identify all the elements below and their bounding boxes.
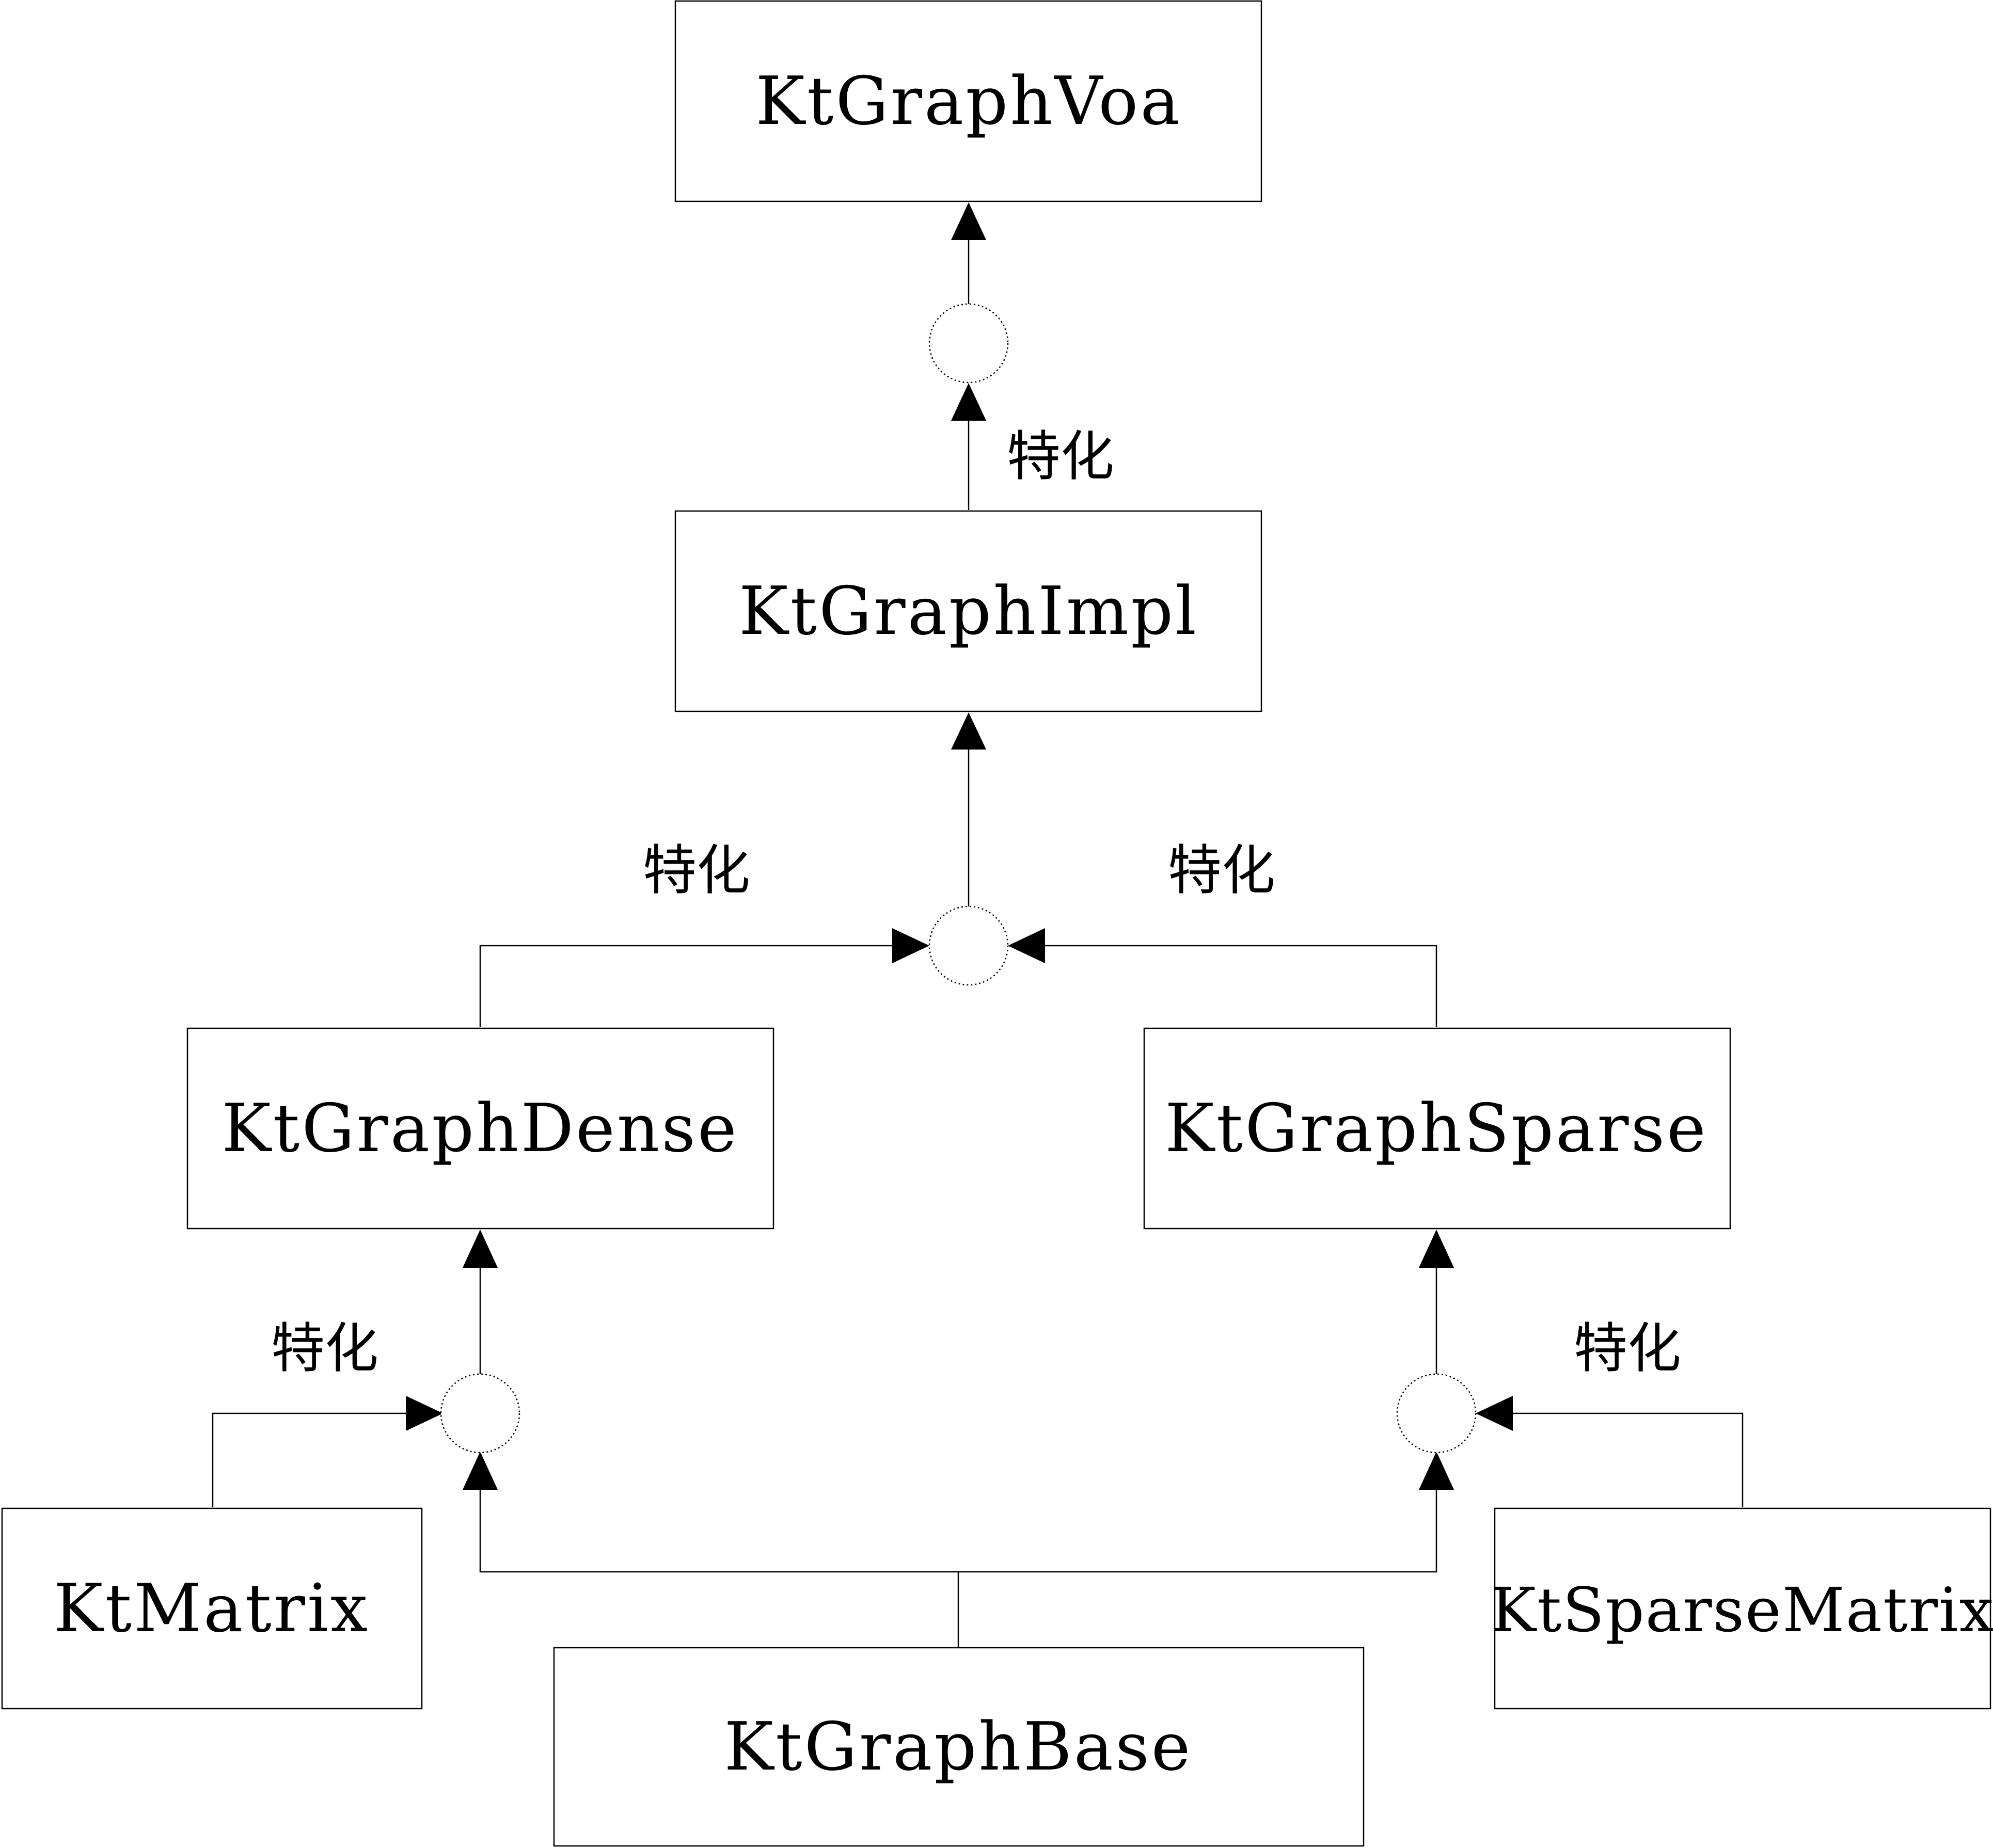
junction-right xyxy=(1396,1373,1477,1454)
arrowhead-impl-in xyxy=(951,712,986,750)
edge-sparsematrix-to-junction-right xyxy=(1501,1412,1744,1507)
node-ktgraphbase: KtGraphBase xyxy=(553,1647,1365,1847)
arrowhead-junction-left-bottom-in xyxy=(463,1452,498,1490)
arrowhead-junction-right-bottom-in xyxy=(1419,1452,1454,1490)
node-ktmatrix: KtMatrix xyxy=(1,1507,423,1710)
node-ktgraphsparse: KtGraphSparse xyxy=(1143,1027,1731,1230)
node-ktgraphdense: KtGraphDense xyxy=(186,1027,774,1230)
junction-top xyxy=(928,303,1009,384)
arrowhead-junction-left-side-in xyxy=(406,1396,443,1431)
node-label: KtGraphSparse xyxy=(1165,1090,1708,1167)
node-label: KtGraphVoa xyxy=(755,63,1181,140)
edge-label-matrix-to-dense: 特化 xyxy=(271,1317,378,1380)
node-label: KtGraphBase xyxy=(724,1709,1193,1786)
edge-base-to-junctions xyxy=(479,1476,1437,1573)
junction-mid xyxy=(928,905,1009,986)
junction-left xyxy=(440,1373,520,1454)
edge-label-dense-to-impl: 特化 xyxy=(643,839,750,902)
node-label: KtMatrix xyxy=(54,1570,370,1647)
node-ktgraphvoa: KtGraphVoa xyxy=(674,0,1262,202)
arrowhead-dense-in xyxy=(463,1230,498,1268)
node-label: KtSparseMatrix xyxy=(1491,1574,1993,1646)
arrowhead-junction-right-side-in xyxy=(1476,1396,1513,1431)
edge-matrix-to-junction-left xyxy=(212,1412,419,1507)
edge-dense-to-junction-mid xyxy=(479,945,904,1027)
arrowhead-junction-mid-right-in xyxy=(1008,928,1045,963)
arrowhead-junction-mid-left-in xyxy=(892,928,929,963)
edge-label-sparsematrix-to-sparse: 特化 xyxy=(1574,1317,1681,1380)
edge-label-sparse-to-impl: 特化 xyxy=(1168,839,1275,902)
edge-sparse-to-junction-mid xyxy=(1034,945,1437,1027)
node-ktsparsematrix: KtSparseMatrix xyxy=(1491,1507,1993,1710)
arrowhead-voa-in xyxy=(951,202,986,240)
node-ktgraphimpl: KtGraphImpl xyxy=(674,510,1262,712)
node-label: KtGraphDense xyxy=(222,1090,738,1167)
arrowhead-junction-top-in xyxy=(951,383,986,421)
edge-label-impl-to-voa: 特化 xyxy=(1007,425,1114,488)
node-label: KtGraphImpl xyxy=(739,573,1198,650)
arrowhead-sparse-in xyxy=(1419,1230,1454,1268)
